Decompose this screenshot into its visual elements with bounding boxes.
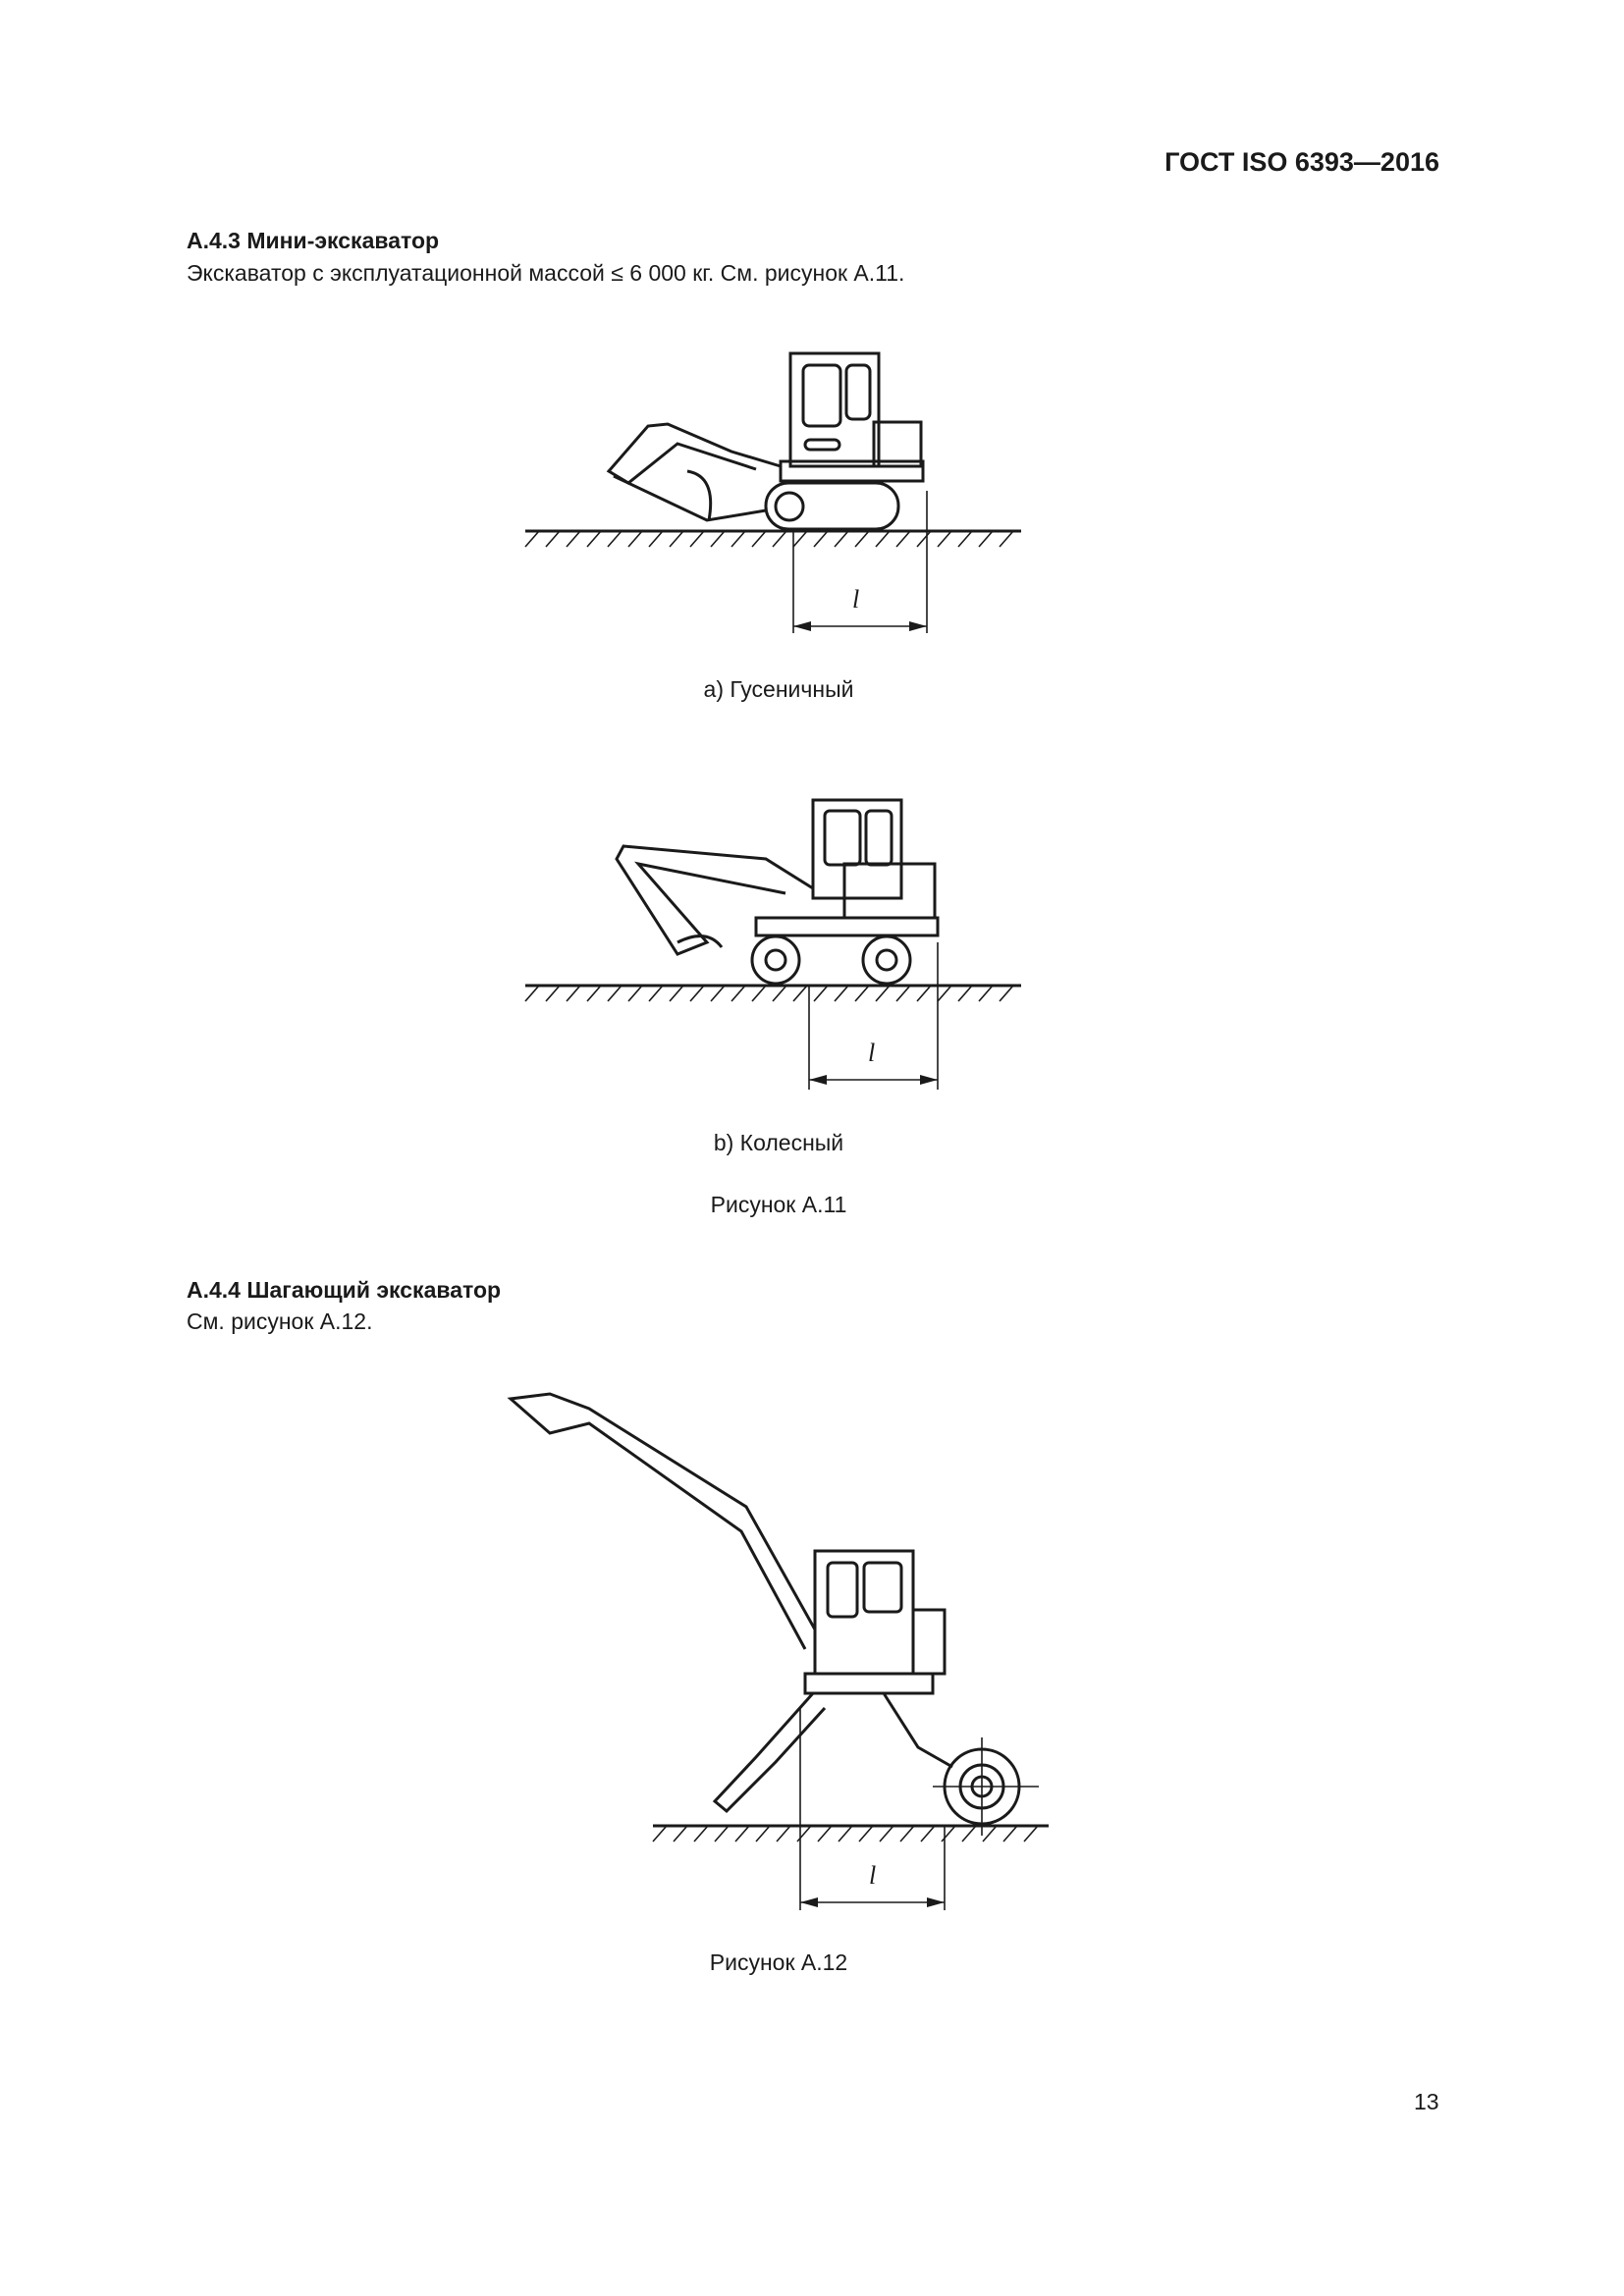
ground-hatch	[895, 530, 911, 548]
ground-hatch	[772, 985, 787, 1002]
excavator-a	[606, 351, 925, 531]
ground-hatch	[751, 530, 767, 548]
ground-hatch	[545, 530, 561, 548]
ground-hatch	[792, 530, 808, 548]
figure-caption-a12: Рисунок А.12	[709, 1949, 848, 1975]
ground-hatch	[916, 530, 932, 548]
ground-hatch	[714, 1825, 730, 1842]
subfigure-caption-b: b) Колесный	[713, 1130, 844, 1155]
section-text-a43: Экскаватор с эксплуатационной массой ≤ 6…	[187, 260, 905, 286]
ground-hatch	[879, 1825, 894, 1842]
ground-hatch	[607, 985, 623, 1002]
ground-hatch	[978, 530, 994, 548]
ground-hatch	[1023, 1825, 1039, 1842]
ground-hatch	[652, 1825, 668, 1842]
ground-hatch	[772, 530, 787, 548]
ground-hatch	[875, 985, 891, 1002]
ground-hatch	[834, 530, 849, 548]
ground-hatch	[875, 530, 891, 548]
ground-hatch	[627, 985, 643, 1002]
subfigure-caption-a: а) Гусеничный	[703, 676, 854, 702]
ground-line-c	[652, 1824, 1049, 1842]
dimension-label-c: l	[869, 1861, 877, 1890]
ground-hatch	[524, 530, 540, 548]
ground-hatch	[731, 985, 746, 1002]
ground-hatch	[566, 985, 581, 1002]
ground-hatch	[895, 985, 911, 1002]
ground-hatch	[941, 1825, 956, 1842]
document-header: ГОСТ ISO 6393—2016	[1164, 147, 1439, 177]
ground-hatch	[899, 1825, 915, 1842]
dimension-label-a: l	[852, 585, 860, 614]
ground-hatch	[776, 1825, 791, 1842]
ground-hatch	[854, 530, 870, 548]
ground-hatch	[838, 1825, 853, 1842]
ground-hatch	[961, 1825, 977, 1842]
dimension-b	[808, 942, 939, 1090]
ground-hatch	[693, 1825, 709, 1842]
ground-hatch	[813, 530, 829, 548]
ground-hatch	[755, 1825, 771, 1842]
ground-hatch	[731, 530, 746, 548]
ground-hatch	[545, 985, 561, 1002]
ground-hatch	[566, 530, 581, 548]
ground-hatch	[751, 985, 767, 1002]
ground-hatch	[982, 1825, 998, 1842]
dimension-c	[799, 1708, 946, 1910]
ground-hatch	[813, 985, 829, 1002]
ground-hatch	[920, 1825, 936, 1842]
ground-hatch	[796, 1825, 812, 1842]
ground-hatch	[937, 530, 952, 548]
ground-hatch	[916, 985, 932, 1002]
ground-hatch	[648, 985, 664, 1002]
ground-hatch	[937, 985, 952, 1002]
section-heading-a44: А.4.4 Шагающий экскаватор	[187, 1277, 502, 1303]
dimension-a	[792, 491, 928, 633]
excavator-b	[615, 798, 940, 986]
ground-hatch	[734, 1825, 750, 1842]
ground-hatch	[689, 530, 705, 548]
excavator-c	[507, 1392, 1039, 1836]
ground-hatch	[669, 530, 684, 548]
ground-hatch	[858, 1825, 874, 1842]
ground-hatch	[627, 530, 643, 548]
ground-hatch	[586, 985, 602, 1002]
ground-hatch	[999, 530, 1014, 548]
ground-hatch	[834, 985, 849, 1002]
ground-hatch	[817, 1825, 833, 1842]
section-heading-a43: А.4.3 Мини-экскаватор	[187, 228, 440, 253]
ground-line-a	[524, 529, 1021, 548]
section-text-a44: См. рисунок А.12.	[187, 1308, 373, 1334]
dimension-label-b: l	[868, 1039, 876, 1067]
ground-hatch	[978, 985, 994, 1002]
ground-hatch	[586, 530, 602, 548]
ground-hatch	[673, 1825, 688, 1842]
ground-hatch	[999, 985, 1014, 1002]
ground-hatch	[669, 985, 684, 1002]
ground-hatch	[648, 530, 664, 548]
ground-hatch	[1002, 1825, 1018, 1842]
ground-hatch	[524, 985, 540, 1002]
figure-caption-a11: Рисунок А.11	[710, 1192, 847, 1217]
ground-hatch	[607, 530, 623, 548]
ground-hatch	[854, 985, 870, 1002]
ground-hatch	[689, 985, 705, 1002]
ground-line-b	[524, 984, 1021, 1002]
ground-hatch	[957, 985, 973, 1002]
ground-hatch	[792, 985, 808, 1002]
page-number: 13	[1414, 2089, 1439, 2114]
ground-hatch	[710, 530, 726, 548]
ground-hatch	[957, 530, 973, 548]
ground-hatch	[710, 985, 726, 1002]
